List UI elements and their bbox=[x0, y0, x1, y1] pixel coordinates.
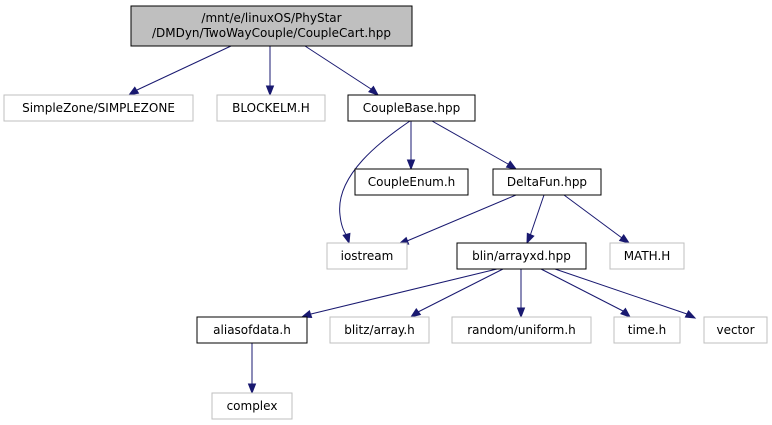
node-coupleenum[interactable]: CoupleEnum.h bbox=[354, 168, 469, 196]
edge-line bbox=[310, 268, 498, 315]
node-coupleenum-label: CoupleEnum.h bbox=[368, 175, 456, 189]
edge-line bbox=[431, 120, 509, 165]
node-iostream: iostream bbox=[326, 242, 408, 270]
edge-arrowhead bbox=[300, 309, 313, 319]
edge-line bbox=[136, 45, 232, 91]
edge-deltafun-to-arrayxd bbox=[526, 194, 545, 245]
node-time: time.h bbox=[613, 316, 681, 344]
node-complex-label: complex bbox=[227, 399, 278, 413]
edge-arrowhead bbox=[368, 85, 380, 96]
edge-arrayxd-to-time bbox=[540, 268, 632, 318]
node-math: MATH.H bbox=[609, 242, 685, 270]
node-arrayxd[interactable]: blin/arrayxd.hpp bbox=[456, 242, 587, 270]
edge-arrayxd-to-aliasofdata bbox=[300, 268, 498, 319]
edge-arrayxd-to-blitzarray bbox=[409, 268, 504, 318]
edge-arrowhead bbox=[127, 86, 140, 96]
edge-arrowhead bbox=[247, 383, 257, 395]
edge-arrowhead bbox=[684, 309, 697, 319]
edge-aliasofdata-to-complex bbox=[247, 343, 257, 395]
node-deltafun-box bbox=[492, 168, 602, 196]
edge-arrowhead bbox=[526, 232, 535, 245]
node-blockelm: BLOCKELM.H bbox=[216, 94, 326, 122]
node-simplezone-box bbox=[3, 94, 194, 122]
edge-root-to-blockelm bbox=[265, 46, 275, 97]
edge-root-to-simplezone bbox=[127, 45, 232, 96]
node-aliasofdata-box bbox=[196, 316, 308, 344]
edge-arrayxd-to-uniform bbox=[516, 269, 526, 319]
node-coupleenum-box bbox=[354, 168, 469, 196]
node-math-label: MATH.H bbox=[624, 249, 671, 263]
node-aliasofdata-label: aliasofdata.h bbox=[213, 323, 291, 337]
node-root-label-line2: /DMDyn/TwoWayCouple/CoupleCart.hpp bbox=[152, 26, 391, 40]
node-blitzarray-box bbox=[329, 316, 430, 344]
edge-couplebase-to-coupleenum bbox=[406, 121, 416, 171]
node-blitzarray-label: blitz/array.h bbox=[344, 323, 415, 337]
node-root-couplecart[interactable]: /mnt/e/linuxOS/PhyStar /DMDyn/TwoWayCoup… bbox=[130, 5, 413, 47]
edge-arrowhead bbox=[505, 160, 518, 170]
edge-line bbox=[417, 268, 504, 313]
node-simplezone: SimpleZone/SIMPLEZONE bbox=[3, 94, 194, 122]
node-aliasofdata[interactable]: aliasofdata.h bbox=[196, 316, 308, 344]
edge-arrowhead bbox=[265, 85, 275, 97]
node-iostream-box bbox=[326, 242, 408, 270]
node-blockelm-label: BLOCKELM.H bbox=[232, 101, 310, 115]
node-iostream-label: iostream bbox=[341, 249, 394, 263]
edge-arrowhead bbox=[406, 159, 416, 171]
node-deltafun-label: DeltaFun.hpp bbox=[507, 175, 587, 189]
edge-line bbox=[540, 268, 624, 312]
node-math-box bbox=[609, 242, 685, 270]
edge-line bbox=[406, 194, 517, 242]
node-uniform-box bbox=[451, 316, 592, 344]
node-complex-box bbox=[211, 392, 293, 420]
node-time-box bbox=[613, 316, 681, 344]
edge-arrowhead bbox=[516, 307, 526, 319]
edge-couplebase-to-deltafun bbox=[431, 120, 518, 170]
edge-arrowhead bbox=[620, 307, 632, 318]
edge-root-to-couplebase bbox=[304, 45, 380, 96]
node-vector-box bbox=[703, 316, 768, 344]
node-blockelm-box bbox=[216, 94, 326, 122]
edges-layer bbox=[127, 45, 697, 395]
node-complex: complex bbox=[211, 392, 293, 420]
node-time-label: time.h bbox=[628, 323, 667, 337]
edge-arrayxd-to-vector bbox=[554, 268, 697, 319]
node-deltafun[interactable]: DeltaFun.hpp bbox=[492, 168, 602, 196]
edge-line bbox=[339, 120, 411, 237]
edge-arrowhead bbox=[409, 308, 422, 318]
node-couplebase-label: CoupleBase.hpp bbox=[363, 101, 461, 115]
edge-arrowhead bbox=[342, 232, 351, 245]
edge-deltafun-to-iostream bbox=[397, 194, 517, 245]
node-arrayxd-label: blin/arrayxd.hpp bbox=[472, 249, 571, 263]
node-couplebase[interactable]: CoupleBase.hpp bbox=[347, 94, 476, 122]
node-vector-label: vector bbox=[716, 323, 754, 337]
edge-line bbox=[529, 194, 545, 237]
edge-deltafun-to-math bbox=[563, 194, 631, 244]
node-vector: vector bbox=[703, 316, 768, 344]
node-simplezone-label: SimpleZone/SIMPLEZONE bbox=[22, 101, 175, 115]
edge-line bbox=[554, 268, 688, 315]
node-arrayxd-box bbox=[456, 242, 587, 270]
node-root-box bbox=[130, 5, 413, 47]
node-uniform: random/uniform.h bbox=[451, 316, 592, 344]
edge-line bbox=[563, 194, 623, 239]
node-root-label-line1: /mnt/e/linuxOS/PhyStar bbox=[201, 11, 341, 25]
node-uniform-label: random/uniform.h bbox=[467, 323, 576, 337]
edge-couplebase-to-iostream bbox=[339, 120, 411, 245]
node-couplebase-box bbox=[347, 94, 476, 122]
edge-line bbox=[304, 45, 372, 90]
edge-arrowhead bbox=[618, 234, 631, 244]
node-blitzarray: blitz/array.h bbox=[329, 316, 430, 344]
